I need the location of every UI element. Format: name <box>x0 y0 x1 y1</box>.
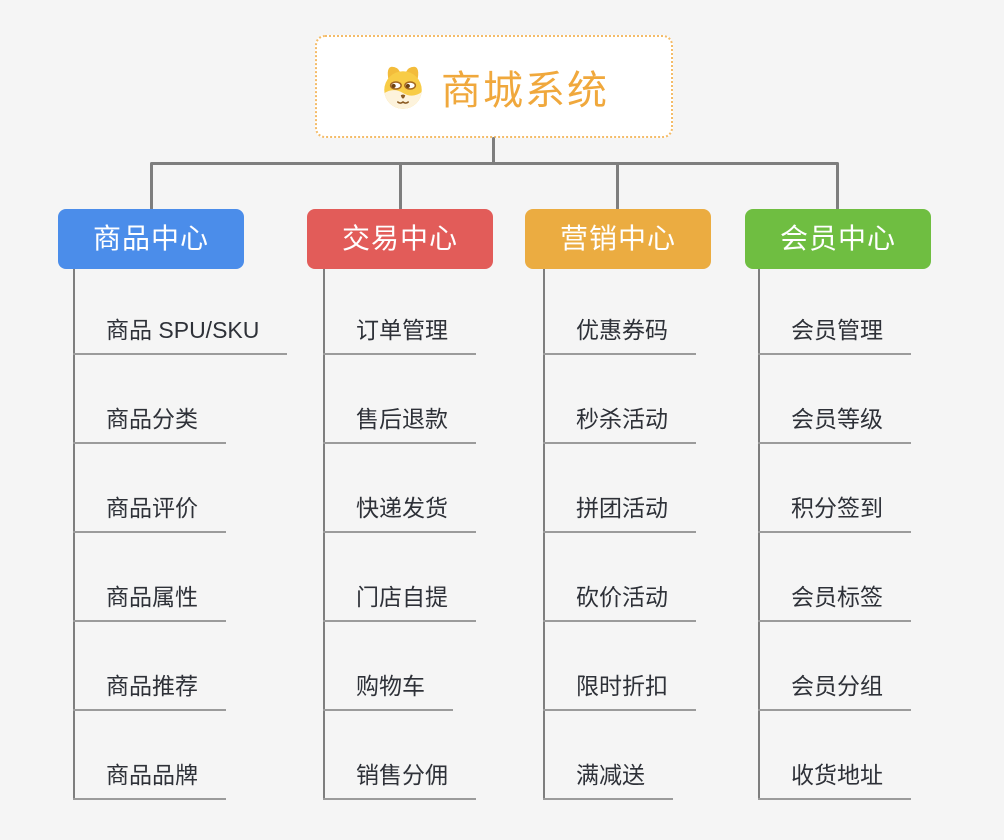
leaf-node[interactable]: 秒杀活动 <box>543 404 696 444</box>
branch-spine-member <box>758 269 760 800</box>
leaf-node[interactable]: 会员等级 <box>758 404 911 444</box>
connector-root-stem <box>492 137 495 164</box>
connector-drop-marketing <box>616 163 619 210</box>
leaf-node[interactable]: 门店自提 <box>323 582 476 622</box>
branch-header-marketing[interactable]: 营销中心 <box>525 209 711 269</box>
leaf-node[interactable]: 快递发货 <box>323 493 476 533</box>
leaf-node[interactable]: 商品分类 <box>73 404 226 444</box>
dog-face-icon <box>384 66 422 109</box>
leaf-node[interactable]: 限时折扣 <box>543 671 696 711</box>
leaf-node[interactable]: 订单管理 <box>323 315 476 355</box>
branch-header-trade[interactable]: 交易中心 <box>307 209 493 269</box>
leaf-node[interactable]: 会员分组 <box>758 671 911 711</box>
connector-drop-product <box>150 163 153 210</box>
leaf-node[interactable]: 商品评价 <box>73 493 226 533</box>
leaf-node[interactable]: 优惠券码 <box>543 315 696 355</box>
leaf-node[interactable]: 砍价活动 <box>543 582 696 622</box>
leaf-node[interactable]: 拼团活动 <box>543 493 696 533</box>
leaf-node[interactable]: 积分签到 <box>758 493 911 533</box>
leaf-node[interactable]: 满减送 <box>543 760 673 800</box>
branch-spine-trade <box>323 269 325 800</box>
branch-header-product[interactable]: 商品中心 <box>58 209 244 269</box>
connector-horizontal <box>150 162 839 165</box>
leaf-node[interactable]: 会员标签 <box>758 582 911 622</box>
leaf-node[interactable]: 收货地址 <box>758 760 911 800</box>
leaf-node[interactable]: 会员管理 <box>758 315 911 355</box>
root-node[interactable]: 商城系统 <box>315 35 673 138</box>
leaf-node[interactable]: 商品推荐 <box>73 671 226 711</box>
leaf-node[interactable]: 售后退款 <box>323 404 476 444</box>
connector-drop-member <box>836 163 839 210</box>
root-title: 商城系统 <box>441 68 609 113</box>
leaf-node[interactable]: 销售分佣 <box>323 760 476 800</box>
leaf-node[interactable]: 商品 SPU/SKU <box>73 315 288 355</box>
branch-spine-marketing <box>543 269 545 800</box>
connector-drop-trade <box>399 163 402 210</box>
branch-spine-product <box>73 269 75 800</box>
leaf-node[interactable]: 购物车 <box>323 671 453 711</box>
leaf-node[interactable]: 商品品牌 <box>73 760 226 800</box>
leaf-node[interactable]: 商品属性 <box>73 582 226 622</box>
branch-header-member[interactable]: 会员中心 <box>745 209 931 269</box>
